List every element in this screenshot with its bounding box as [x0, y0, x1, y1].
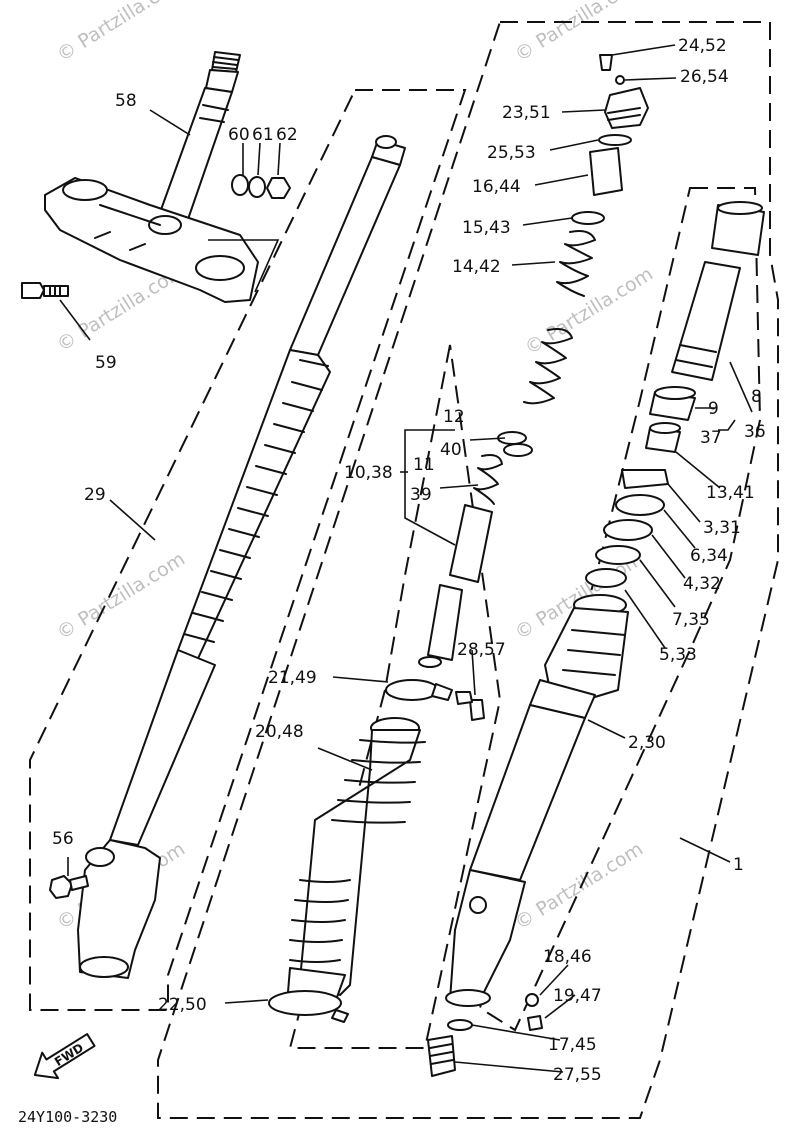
label-24-52: 24,52	[678, 36, 727, 56]
label-27-55: 27,55	[553, 1065, 602, 1085]
label-18-46: 18,46	[543, 947, 592, 967]
label-10-38: 10,38	[344, 463, 393, 483]
seal-stack-3-6-4-7-5	[585, 469, 669, 588]
label-15-43: 15,43	[462, 218, 511, 238]
label-36: 36	[744, 422, 766, 442]
right-inner-tube-8-36	[671, 201, 765, 381]
label-12: 12	[443, 407, 465, 427]
clamp-22-50	[268, 990, 349, 1023]
label-40: 40	[440, 440, 462, 460]
label-13-41: 13,41	[706, 483, 755, 503]
label-2-30: 2,30	[628, 733, 666, 753]
label-20-48: 20,48	[255, 722, 304, 742]
screw-28-57	[455, 691, 485, 721]
watermark-1: © Partzilla.com	[53, 0, 189, 66]
label-39: 39	[410, 485, 432, 505]
right-fork-group-outline	[157, 21, 779, 1119]
label-23-51: 23,51	[502, 103, 551, 123]
label-11: 11	[413, 455, 435, 475]
fwd-arrow-icon: FWD	[33, 1033, 96, 1080]
label-25-53: 25,53	[487, 143, 536, 163]
label-21-49: 21,49	[268, 668, 317, 688]
watermark-2: © Partzilla.com	[511, 0, 647, 66]
label-17-45: 17,45	[548, 1035, 597, 1055]
label-14-42: 14,42	[452, 257, 501, 277]
left-fork-tube	[77, 135, 406, 979]
bolt-56	[49, 875, 89, 899]
label-28-57: 28,57	[457, 640, 506, 660]
rubber-boot-20-48	[287, 717, 426, 1001]
label-1: 1	[733, 855, 744, 875]
label-8: 8	[751, 387, 762, 407]
steering-stem-assembly	[44, 51, 259, 303]
label-7-35: 7,35	[672, 610, 710, 630]
label-60: 60	[228, 125, 250, 145]
leader-lines	[59, 44, 753, 1073]
drawing-code: 24Y100-3230	[18, 1108, 117, 1126]
bolt-59	[21, 282, 69, 299]
label-58: 58	[115, 91, 137, 111]
label-62: 62	[276, 125, 298, 145]
label-22-50: 22,50	[158, 995, 207, 1015]
watermark-4: © Partzilla.com	[521, 263, 657, 359]
inner-fork-group-outline	[478, 187, 762, 1032]
bushing-9-37	[649, 386, 696, 421]
label-3-31: 3,31	[703, 518, 741, 538]
outer-tube-2-30	[445, 594, 629, 1007]
spring-damper-assembly	[418, 54, 649, 668]
label-26-54: 26,54	[680, 67, 729, 87]
bushing-13-41	[645, 422, 681, 453]
drain-parts-18-19-17-27	[427, 993, 543, 1077]
left-fork-group-outline	[29, 89, 467, 1011]
label-6-34: 6,34	[690, 546, 728, 566]
label-61: 61	[252, 125, 274, 145]
label-19-47: 19,47	[553, 986, 602, 1006]
label-37: 37	[700, 428, 722, 448]
label-56: 56	[52, 829, 74, 849]
label-4-32: 4,32	[683, 574, 721, 594]
label-29: 29	[84, 485, 106, 505]
watermark-5: © Partzilla.com	[53, 548, 189, 644]
clamp-21-49	[385, 679, 453, 701]
label-5-33: 5,33	[659, 645, 697, 665]
label-9: 9	[708, 399, 719, 419]
washers-60-61-62	[231, 174, 291, 199]
label-16-44: 16,44	[472, 177, 521, 197]
part-labels: 58 60 61 62 59 29 56 24,52 26,54 23,51 2…	[18, 36, 766, 1126]
label-59: 59	[95, 353, 117, 373]
